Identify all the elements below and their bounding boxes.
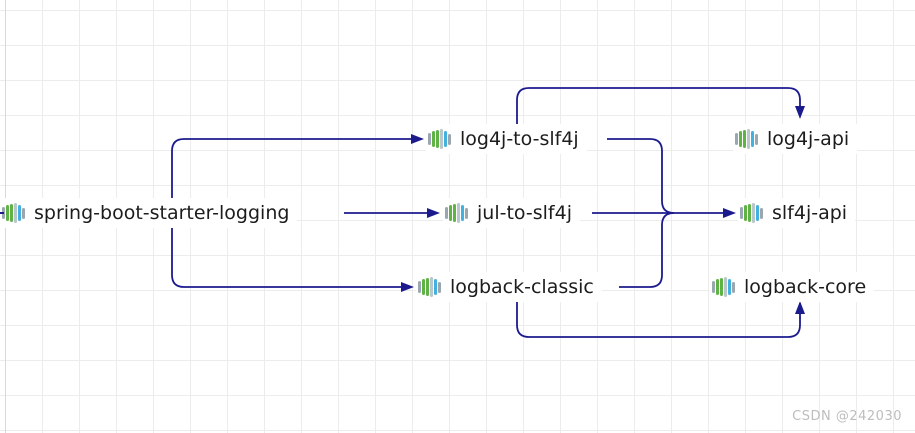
node-label: logback-core: [744, 276, 867, 298]
icon-bar: [751, 131, 754, 147]
icon-bar: [426, 278, 429, 296]
arrowhead-icon: [401, 282, 414, 292]
icon-bar: [461, 205, 464, 221]
icon-bar: [716, 279, 719, 295]
arrowhead-icon: [427, 208, 440, 218]
edge-stub-offscreen: [0, 212, 4, 214]
icon-bar: [453, 204, 456, 222]
arrowhead-icon: [795, 301, 805, 314]
edge-log4j-to-slf4j-to-log4j-api[interactable]: [516, 87, 805, 125]
node-slf4j-api[interactable]: slf4j-api: [738, 198, 856, 228]
icon-bar: [444, 131, 447, 147]
edge-line: [171, 138, 411, 213]
arrowhead-icon: [795, 106, 805, 119]
icon-bar: [740, 207, 743, 219]
library-icon: [735, 128, 758, 150]
node-log4j-api[interactable]: log4j-api: [733, 124, 858, 154]
icon-bar: [10, 204, 13, 222]
edge-line: [516, 87, 801, 125]
icon-bar: [735, 133, 738, 145]
library-icon: [2, 202, 25, 224]
icon-bar: [760, 207, 763, 219]
edge-line: [619, 212, 675, 288]
icon-bar: [724, 277, 727, 297]
node-label: logback-classic: [450, 276, 594, 298]
icon-bar: [6, 205, 9, 221]
icon-bar: [744, 205, 747, 221]
icon-bar: [748, 204, 751, 222]
icon-bar: [428, 133, 431, 145]
edge-spring-boot-starter-logging-to-jul-to-slf4j[interactable]: [344, 208, 440, 218]
library-icon: [445, 202, 468, 224]
edge-spring-boot-starter-logging-to-log4j-to-slf4j[interactable]: [171, 134, 424, 213]
node-logback-core[interactable]: logback-core: [710, 272, 875, 302]
icon-bar: [728, 279, 731, 295]
node-label: jul-to-slf4j: [477, 202, 572, 224]
node-label: slf4j-api: [772, 202, 848, 224]
icon-bar: [732, 281, 735, 293]
icon-bar: [430, 277, 433, 297]
edge-line: [516, 301, 801, 338]
icon-bar: [720, 278, 723, 296]
node-log4j-to-slf4j[interactable]: log4j-to-slf4j: [426, 124, 587, 154]
icon-bar: [449, 205, 452, 221]
arrowhead-icon: [723, 208, 736, 218]
icon-bar: [22, 207, 25, 219]
node-label: log4j-to-slf4j: [460, 128, 579, 150]
icon-bar: [752, 203, 755, 223]
watermark: CSDN @242030: [792, 409, 902, 424]
node-spring-boot-starter-logging[interactable]: spring-boot-starter-logging: [0, 198, 298, 228]
icon-bar: [739, 131, 742, 147]
icon-bar: [448, 133, 451, 145]
icon-bar: [465, 207, 468, 219]
edge-spring-boot-starter-logging-to-logback-classic[interactable]: [171, 213, 414, 292]
edge-jul-to-slf4j-to-slf4j-api[interactable]: [592, 208, 736, 218]
edge-logback-classic-to-slf4j-api[interactable]: [619, 212, 675, 288]
arrowhead-icon: [411, 134, 424, 144]
icon-bar: [438, 281, 441, 293]
icon-bar: [14, 203, 17, 223]
library-icon: [740, 202, 763, 224]
library-icon: [428, 128, 451, 150]
node-logback-classic[interactable]: logback-classic: [416, 272, 602, 302]
icon-bar: [432, 131, 435, 147]
icon-bar: [747, 129, 750, 149]
node-label: log4j-api: [767, 128, 850, 150]
edge-logback-classic-to-logback-core[interactable]: [516, 301, 805, 338]
icon-bar: [712, 281, 715, 293]
icon-bar: [445, 207, 448, 219]
edge-line: [171, 213, 401, 288]
edge-line: [607, 138, 675, 214]
icon-bar: [457, 203, 460, 223]
icon-bar: [436, 130, 439, 148]
library-icon: [418, 276, 441, 298]
icon-bar: [743, 130, 746, 148]
library-icon: [712, 276, 735, 298]
icon-bar: [418, 281, 421, 293]
icon-bar: [422, 279, 425, 295]
node-label: spring-boot-starter-logging: [34, 202, 290, 224]
node-jul-to-slf4j[interactable]: jul-to-slf4j: [443, 198, 580, 228]
icon-bar: [756, 205, 759, 221]
icon-bar: [18, 205, 21, 221]
icon-bar: [755, 133, 758, 145]
icon-bar: [434, 279, 437, 295]
icon-bar: [440, 129, 443, 149]
edge-log4j-to-slf4j-to-slf4j-api[interactable]: [607, 138, 675, 214]
